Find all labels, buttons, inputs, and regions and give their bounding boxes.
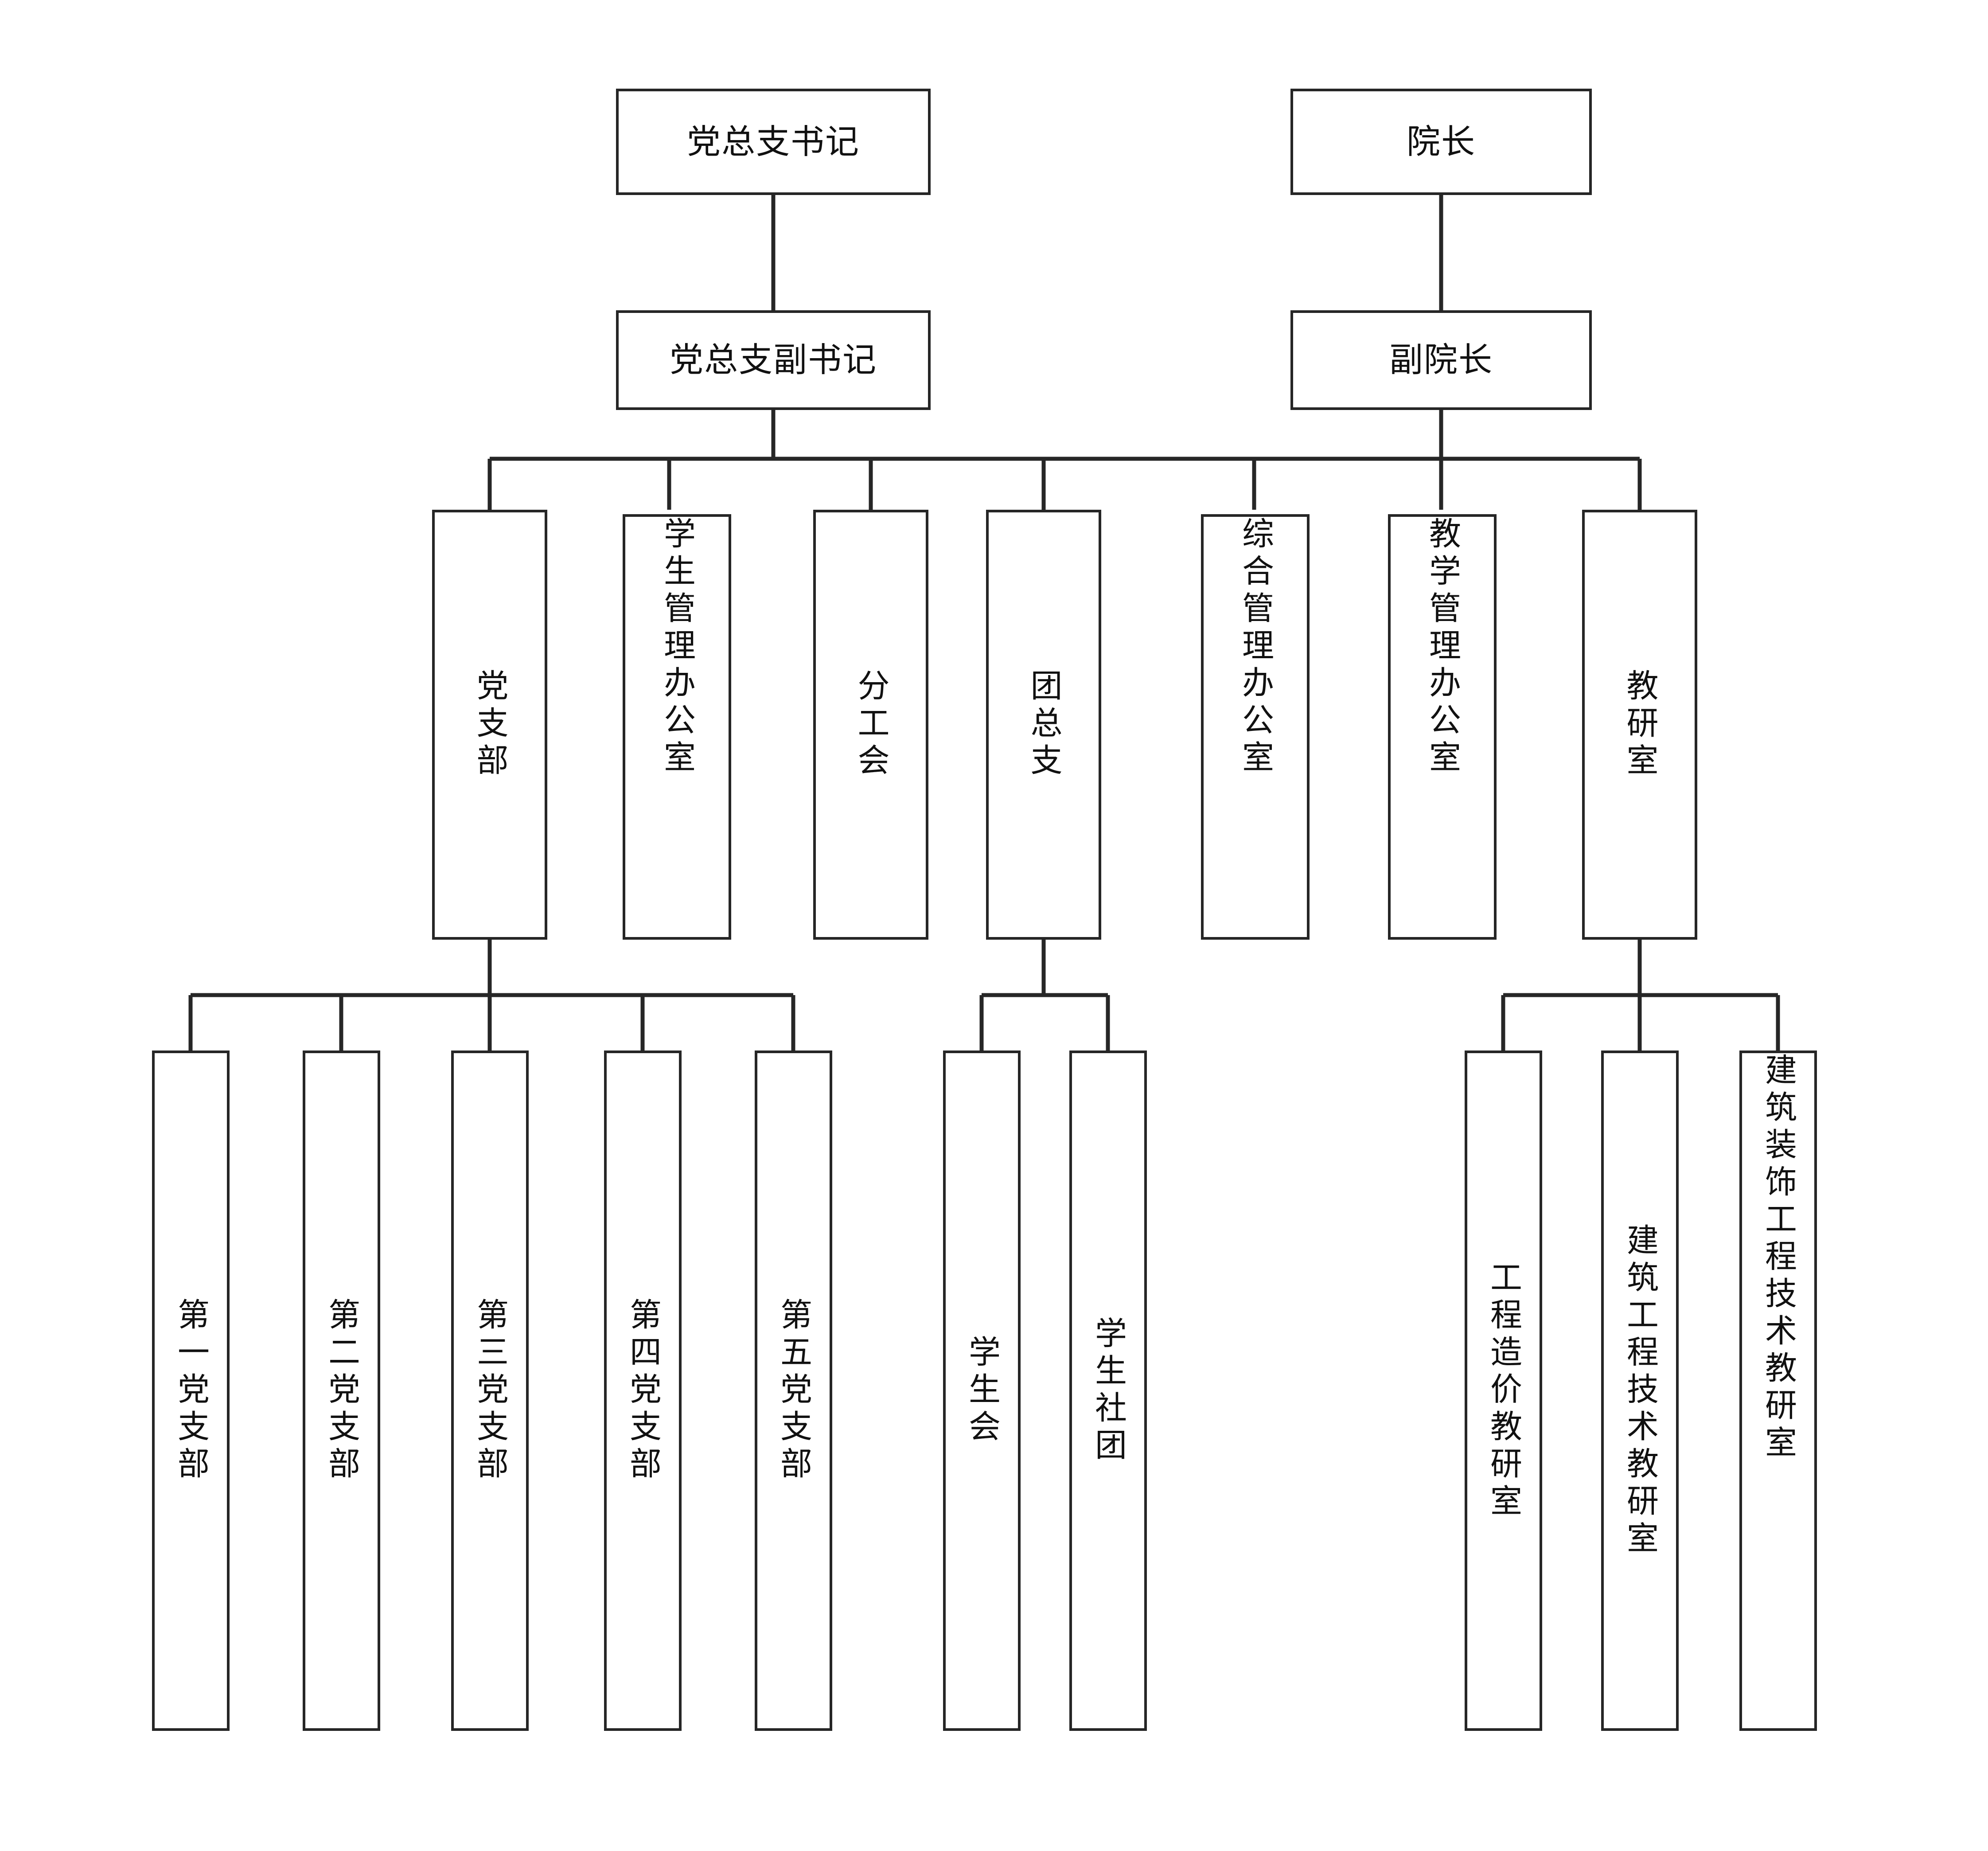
node-label: 学生管理办公室 [658, 517, 696, 777]
node-label: 综合管理办公室 [1236, 517, 1274, 777]
node-label: 党总支书记 [687, 121, 860, 161]
node-label: 教学管理办公室 [1423, 517, 1461, 777]
node-label: 分工会 [852, 669, 889, 781]
node-label: 第五党支部 [775, 1297, 812, 1484]
node-label: 院长 [1407, 121, 1476, 161]
node-general-management-office[interactable]: 综合管理办公室 [1201, 514, 1310, 940]
node-vice-dean[interactable]: 副院长 [1290, 310, 1592, 410]
node-label: 第四党支部 [624, 1297, 662, 1484]
node-label: 副院长 [1389, 340, 1493, 380]
node-teaching-research-office[interactable]: 教研室 [1582, 510, 1697, 940]
node-teaching-management-office[interactable]: 教学管理办公室 [1388, 514, 1497, 940]
node-party-branch-3[interactable]: 第三党支部 [451, 1050, 529, 1731]
node-party-branch-2[interactable]: 第二党支部 [303, 1050, 380, 1731]
node-label: 工程造价教研室 [1485, 1260, 1522, 1521]
node-student-clubs[interactable]: 学生社团 [1069, 1050, 1147, 1731]
node-label: 团总支 [1025, 669, 1062, 781]
node-dean[interactable]: 院长 [1290, 89, 1592, 195]
node-label: 学生社团 [1089, 1316, 1127, 1465]
node-label: 教研室 [1621, 669, 1658, 781]
node-label: 学生会 [963, 1335, 1001, 1447]
node-student-union[interactable]: 学生会 [943, 1050, 1021, 1731]
node-label: 建筑工程技术教研室 [1621, 1223, 1659, 1558]
node-branch-union[interactable]: 分工会 [813, 510, 928, 940]
node-party-branch-1[interactable]: 第一党支部 [152, 1050, 230, 1731]
node-student-management-office[interactable]: 学生管理办公室 [623, 514, 731, 940]
node-label: 党支部 [471, 669, 508, 781]
node-party-secretary[interactable]: 党总支书记 [616, 89, 931, 195]
node-building-engineering-office[interactable]: 建筑工程技术教研室 [1601, 1050, 1679, 1731]
node-label: 第一党支部 [172, 1297, 210, 1484]
node-youth-league-branch[interactable]: 团总支 [986, 510, 1101, 940]
node-label: 第三党支部 [471, 1297, 509, 1484]
node-label: 党总支副书记 [670, 340, 877, 380]
node-label: 第二党支部 [323, 1297, 360, 1484]
node-label: 建筑装饰工程技术教研室 [1759, 1053, 1797, 1463]
node-cost-engineering-office[interactable]: 工程造价教研室 [1465, 1050, 1542, 1731]
node-decoration-engineering-office[interactable]: 建筑装饰工程技术教研室 [1739, 1050, 1817, 1731]
node-party-branch-5[interactable]: 第五党支部 [755, 1050, 832, 1731]
node-party-branch[interactable]: 党支部 [432, 510, 547, 940]
node-party-deputy-secretary[interactable]: 党总支副书记 [616, 310, 931, 410]
node-party-branch-4[interactable]: 第四党支部 [604, 1050, 682, 1731]
